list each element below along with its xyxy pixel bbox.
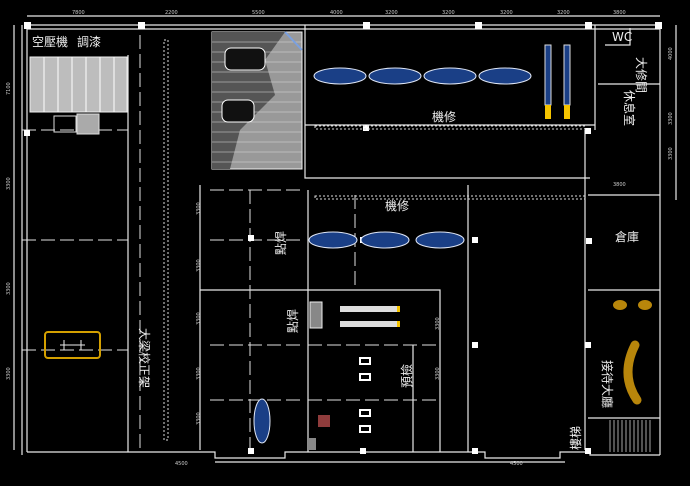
room-label-stairs: 樓梯 [568, 426, 583, 450]
dashed-grid [22, 35, 440, 450]
bottom-dimension-labels: 4500 4500 [175, 461, 523, 467]
svg-text:3300: 3300 [6, 367, 12, 380]
svg-text:3200: 3200 [442, 10, 455, 16]
room-label-paint-mix: 調漆 [77, 35, 101, 49]
room-label-reception: 接待大廳 [600, 360, 615, 408]
room-label-spot-weld-1: 點焊 [273, 231, 288, 255]
svg-text:3300: 3300 [435, 317, 441, 330]
svg-text:4000: 4000 [668, 47, 674, 60]
svg-text:3200: 3200 [385, 10, 398, 16]
svg-text:3300: 3300 [6, 177, 12, 190]
room-label-spot-weld-2: 點焊 [285, 309, 300, 333]
svg-text:3200: 3200 [557, 10, 570, 16]
room-label-warehouse: 倉庫 [615, 229, 639, 244]
svg-text:3800: 3800 [613, 10, 626, 16]
svg-text:3300: 3300 [196, 259, 202, 272]
parking-ramp [211, 31, 303, 170]
room-label-frame-straightener: 大梁校正架 [137, 328, 152, 388]
svg-text:3300: 3300 [196, 312, 202, 325]
svg-text:3300: 3300 [6, 282, 12, 295]
svg-text:4000: 4000 [330, 10, 343, 16]
svg-text:3300: 3300 [196, 202, 202, 215]
svg-text:4500: 4500 [175, 461, 188, 467]
svg-text:4500: 4500 [510, 461, 523, 467]
reception-furniture [613, 300, 652, 405]
frame-straightener [44, 331, 101, 359]
room-label-overhaul: 大修間 [634, 57, 649, 93]
room-label-mechanical-top: 機修 [432, 109, 456, 124]
svg-text:3200: 3200 [500, 10, 513, 16]
staircase [609, 420, 651, 452]
svg-text:3300: 3300 [196, 412, 202, 425]
svg-text:3300: 3300 [435, 367, 441, 380]
lifts-top [313, 44, 571, 119]
svg-text:3300: 3300 [668, 147, 674, 160]
lifts-middle [308, 125, 586, 249]
top-dimension-labels: 7800 2200 5500 4000 3200 3200 3200 3200 … [72, 10, 626, 16]
room-label-compressor: 空壓機 [32, 34, 68, 49]
walls [21, 24, 661, 459]
room-label-lounge: 休息室 [622, 90, 637, 126]
svg-text:5500: 5500 [252, 10, 265, 16]
room-label-pre-inspection: 預檢 [399, 364, 414, 388]
svg-text:7100: 7100 [6, 82, 12, 95]
svg-text:3300: 3300 [196, 367, 202, 380]
room-label-wc: WC [612, 30, 632, 44]
room-label-mechanical-mid: 機修 [385, 198, 409, 213]
spot-weld-equipment [253, 301, 400, 444]
paint-booth [29, 56, 128, 135]
dimension-lines [13, 15, 677, 463]
svg-text:3800: 3800 [613, 182, 626, 188]
column-row-marker [163, 39, 169, 441]
svg-text:3300: 3300 [668, 112, 674, 125]
side-dimension-labels: 7100 3300 3300 3300 4000 3300 3300 3800 … [6, 47, 674, 425]
inspection-markers [308, 357, 371, 450]
svg-text:2200: 2200 [165, 10, 178, 16]
svg-text:7800: 7800 [72, 10, 85, 16]
